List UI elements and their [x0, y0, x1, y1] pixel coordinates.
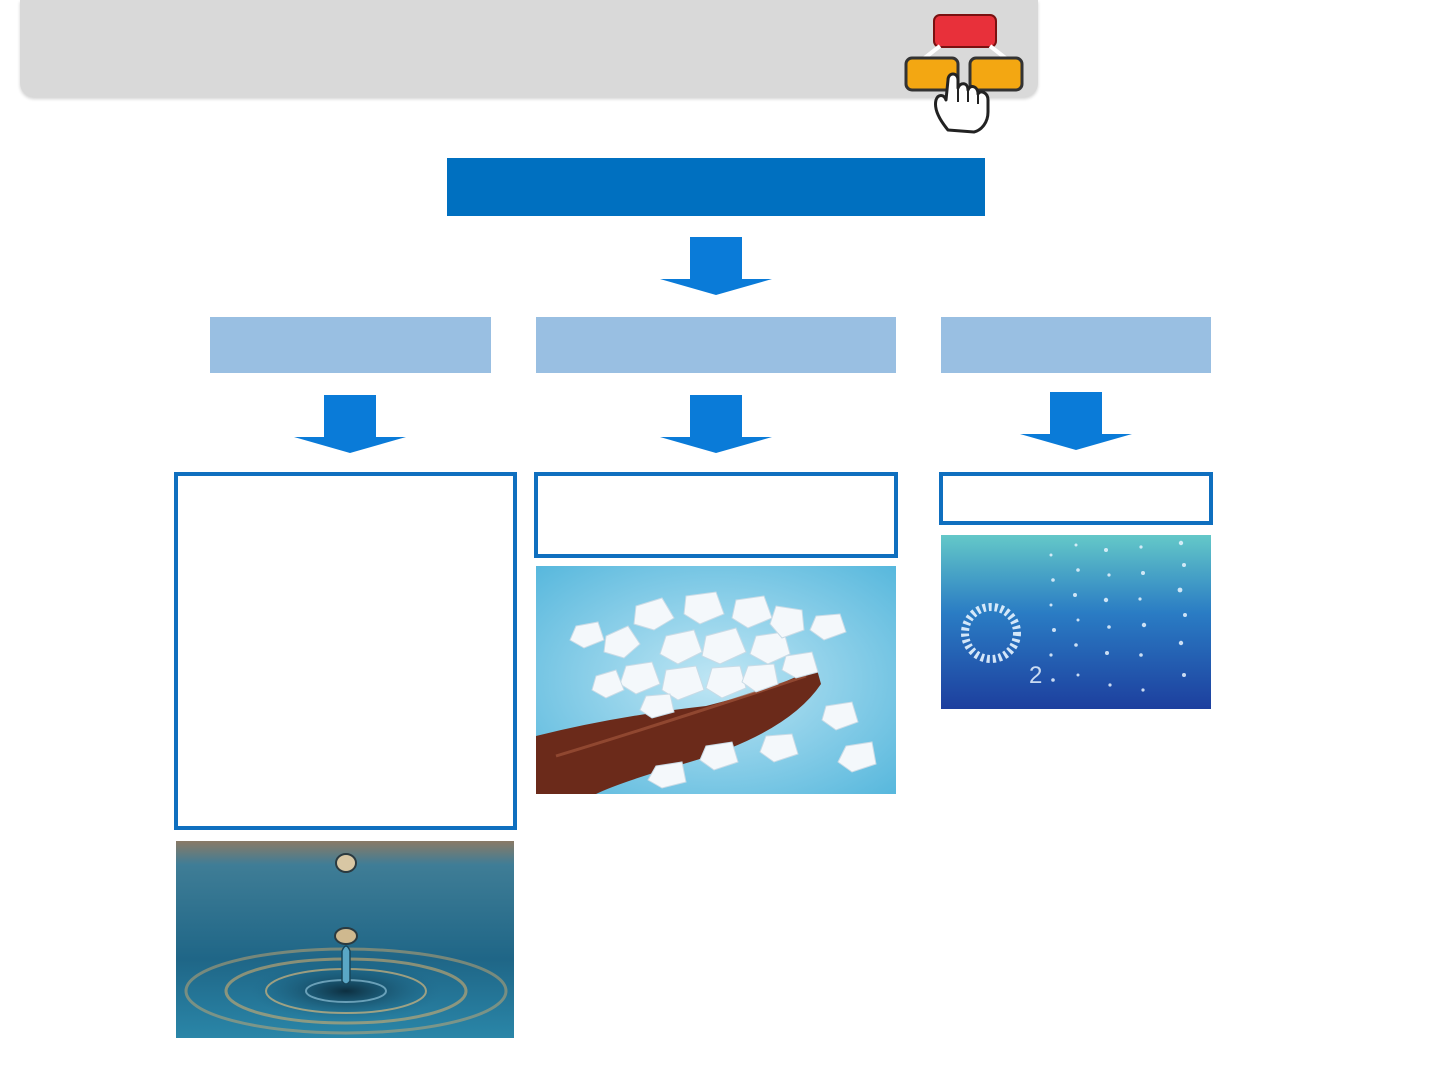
down-arrow-icon [1020, 392, 1132, 450]
category-box-3 [941, 317, 1211, 373]
description-box-1 [174, 472, 517, 830]
down-arrow-icon [294, 395, 406, 453]
down-arrow-icon [660, 237, 772, 295]
salt-crystals-photo [536, 566, 896, 794]
down-arrow-icon [660, 395, 772, 453]
svg-text:2: 2 [1029, 662, 1042, 689]
header-bar [20, 0, 1038, 97]
water-drop-photo [176, 841, 514, 1038]
top-box [447, 158, 985, 216]
description-box-2 [534, 472, 898, 558]
oxygen-bubbles-photo: 2 [941, 535, 1211, 709]
category-box-1 [210, 317, 491, 373]
description-box-3 [939, 472, 1213, 525]
flowchart-hand-icon [904, 14, 1024, 134]
category-box-2 [536, 317, 896, 373]
